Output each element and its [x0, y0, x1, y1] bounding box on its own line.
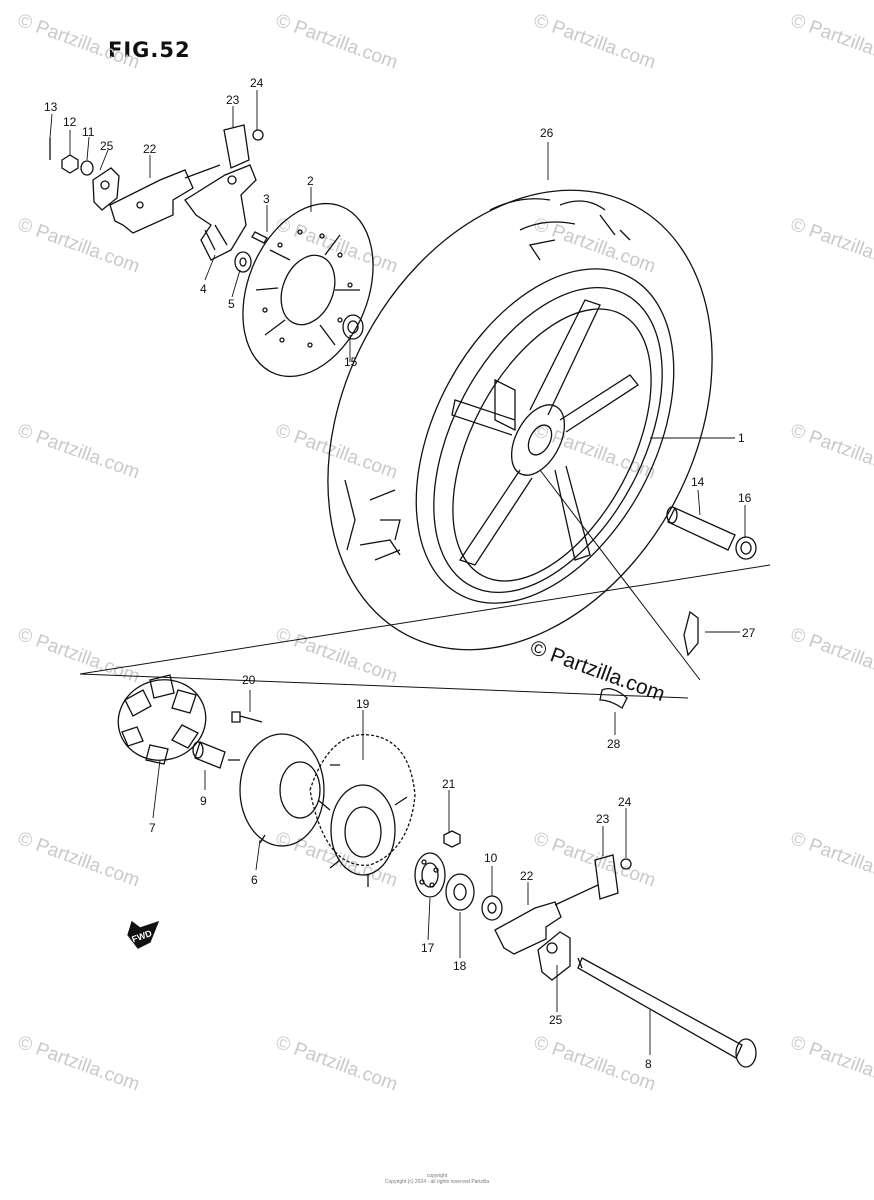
- adjuster-plate-right: [537, 931, 571, 981]
- axle-sleeve: [666, 506, 736, 551]
- callout-16: 16: [738, 491, 752, 505]
- callout-2: 2: [307, 174, 314, 188]
- nut-24-top: [252, 129, 264, 141]
- callout-6: 6: [251, 873, 258, 887]
- balancer-weight: [599, 687, 628, 709]
- washer-11: [80, 160, 94, 176]
- wheel-damper: [117, 674, 207, 765]
- bolt-3: [251, 231, 268, 244]
- adjuster-plate-left: [92, 167, 120, 211]
- nut-12: [61, 154, 79, 174]
- callout-7: 7: [149, 821, 156, 835]
- callout-21: 21: [442, 777, 456, 791]
- callout-20: 20: [242, 673, 256, 687]
- seal-18: [445, 873, 475, 911]
- collar-9: [192, 741, 226, 769]
- tire: [327, 189, 713, 651]
- callout-10: 10: [484, 851, 498, 865]
- footer-line-2: Copyright (c) 2024 - all rights reserved…: [384, 1179, 490, 1185]
- spacer-15: [342, 314, 364, 340]
- callout-24-bottom: 24: [618, 795, 632, 809]
- callout-5: 5: [228, 297, 235, 311]
- chain-adjuster-right: [494, 884, 599, 955]
- spacer-10: [481, 895, 503, 921]
- callout-14: 14: [691, 475, 705, 489]
- callout-3: 3: [263, 192, 270, 206]
- nut-21: [443, 830, 461, 848]
- callout-9: 9: [200, 794, 207, 808]
- caliper-bracket: [184, 164, 257, 261]
- footer: copyright Copyright (c) 2024 - all right…: [0, 1173, 874, 1185]
- figure-title: FIG.52: [108, 38, 191, 62]
- callout-19: 19: [356, 697, 370, 711]
- nut-24-bottom: [620, 858, 632, 870]
- rear-sprocket-drum: [228, 733, 340, 847]
- exploded-line: [79, 469, 771, 699]
- chain-guide-plate-bottom: [594, 854, 619, 900]
- brake-disc: [242, 202, 374, 378]
- footer-line-1: copyright: [426, 1173, 448, 1179]
- rear-axle: [577, 957, 757, 1068]
- callout-8: 8: [645, 1057, 652, 1071]
- callout-24-top: 24: [250, 76, 264, 90]
- spacer-16: [735, 536, 757, 560]
- callout-15: 15: [344, 355, 358, 369]
- leader-lines: [49, 90, 746, 1055]
- rear-sprocket: [309, 734, 416, 887]
- washer-5: [234, 251, 252, 273]
- callout-23-bottom: 23: [596, 812, 610, 826]
- callout-25-top: 25: [100, 139, 114, 153]
- callout-17: 17: [421, 941, 435, 955]
- callout-28: 28: [607, 737, 621, 751]
- wheel-rim: [433, 286, 663, 594]
- callout-11: 11: [82, 125, 95, 139]
- callout-13: 13: [44, 100, 58, 114]
- bolt-20: [231, 711, 263, 723]
- bearing-17: [414, 852, 446, 898]
- callout-25-bottom: 25: [549, 1013, 563, 1027]
- callout-27: 27: [742, 626, 756, 640]
- callout-1: 1: [738, 431, 745, 445]
- callout-26: 26: [540, 126, 554, 140]
- callout-18: 18: [453, 959, 467, 973]
- callout-12: 12: [63, 115, 77, 129]
- valve: [683, 610, 699, 657]
- chain-adjuster-left: [109, 164, 221, 234]
- callout-22-top: 22: [143, 142, 157, 156]
- forward-arrow-icon: [127, 920, 160, 949]
- callout-4: 4: [200, 282, 207, 296]
- callout-23-top: 23: [226, 93, 240, 107]
- chain-guide-plate-top: [223, 124, 250, 169]
- callout-22-bottom: 22: [520, 869, 534, 883]
